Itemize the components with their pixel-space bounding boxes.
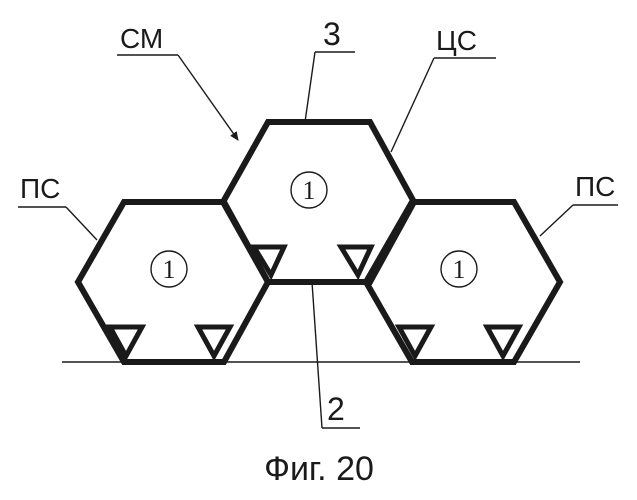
cell-number-top: 1: [291, 172, 327, 208]
stiffener-top-right: [341, 247, 371, 275]
stiffener-left-right: [198, 327, 230, 356]
svg-text:ПС: ПС: [575, 171, 615, 202]
svg-text:СМ: СМ: [120, 23, 163, 54]
leader-ref-2: 2: [312, 282, 360, 428]
cell-number-right: 1: [441, 251, 477, 287]
leader-ps-left: ПС: [18, 173, 97, 240]
cell-number-left: 1: [151, 251, 187, 287]
svg-text:3: 3: [323, 16, 341, 52]
svg-text:1: 1: [453, 255, 466, 284]
svg-text:1: 1: [303, 176, 316, 205]
svg-text:1: 1: [163, 255, 176, 284]
svg-text:2: 2: [327, 391, 345, 427]
svg-text:ЦС: ЦС: [436, 25, 477, 56]
svg-text:ПС: ПС: [20, 173, 60, 204]
leader-cs: ЦС: [391, 25, 496, 152]
leader-ps-right: ПС: [540, 171, 618, 236]
leader-cm: СМ: [117, 23, 238, 140]
leader-ref-3: 3: [305, 16, 355, 122]
stiffener-right-right: [487, 327, 519, 356]
figure-caption: Фиг. 20: [264, 450, 374, 488]
